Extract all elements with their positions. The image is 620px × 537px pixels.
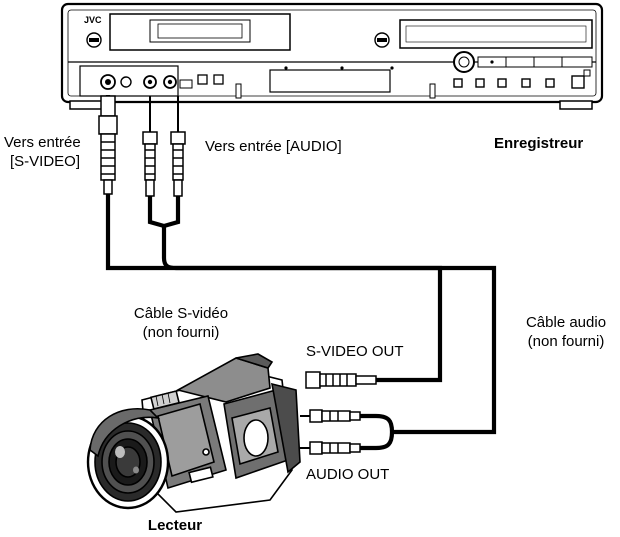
recorder-unit — [60, 2, 604, 110]
audio-out-label: AUDIO OUT — [306, 466, 390, 483]
rca-plug-left — [142, 96, 158, 197]
lens-icon — [86, 414, 170, 510]
svideo-input-label-line2: [S-VIDEO] — [10, 153, 81, 170]
rca-plug-camera-top — [300, 409, 361, 423]
audio-input-label: Vers entrée [AUDIO] — [205, 138, 342, 155]
microphone-icon — [149, 390, 181, 410]
player-label: Lecteur — [147, 517, 203, 534]
audio-input-jack-left — [143, 75, 157, 89]
svideo-out-label: S-VIDEO OUT — [306, 343, 404, 360]
eject-icon — [374, 32, 390, 48]
audio-input-jack-right — [163, 75, 177, 89]
eject-icon — [86, 32, 102, 48]
svideo-input-jack — [100, 74, 116, 90]
audio-cable — [147, 196, 497, 451]
audio-cable-label-line2: (non fourni) — [527, 333, 605, 350]
rca-plug-right — [170, 96, 186, 197]
svideo-plug-recorder — [98, 95, 118, 195]
svideo-plug-camera — [305, 371, 377, 389]
rca-plug-camera-bottom — [300, 441, 361, 455]
svideo-cable-label-line1: Câble S-vidéo — [133, 305, 229, 322]
recorder-label: Enregistreur — [494, 135, 584, 152]
camcorder — [86, 353, 301, 513]
svideo-cable-label-line2: (non fourni) — [142, 324, 220, 341]
brand-logo: JVC — [84, 15, 102, 25]
audio-cable-label-line1: Câble audio — [525, 314, 607, 331]
svideo-input-label-line1: Vers entrée — [4, 134, 81, 151]
